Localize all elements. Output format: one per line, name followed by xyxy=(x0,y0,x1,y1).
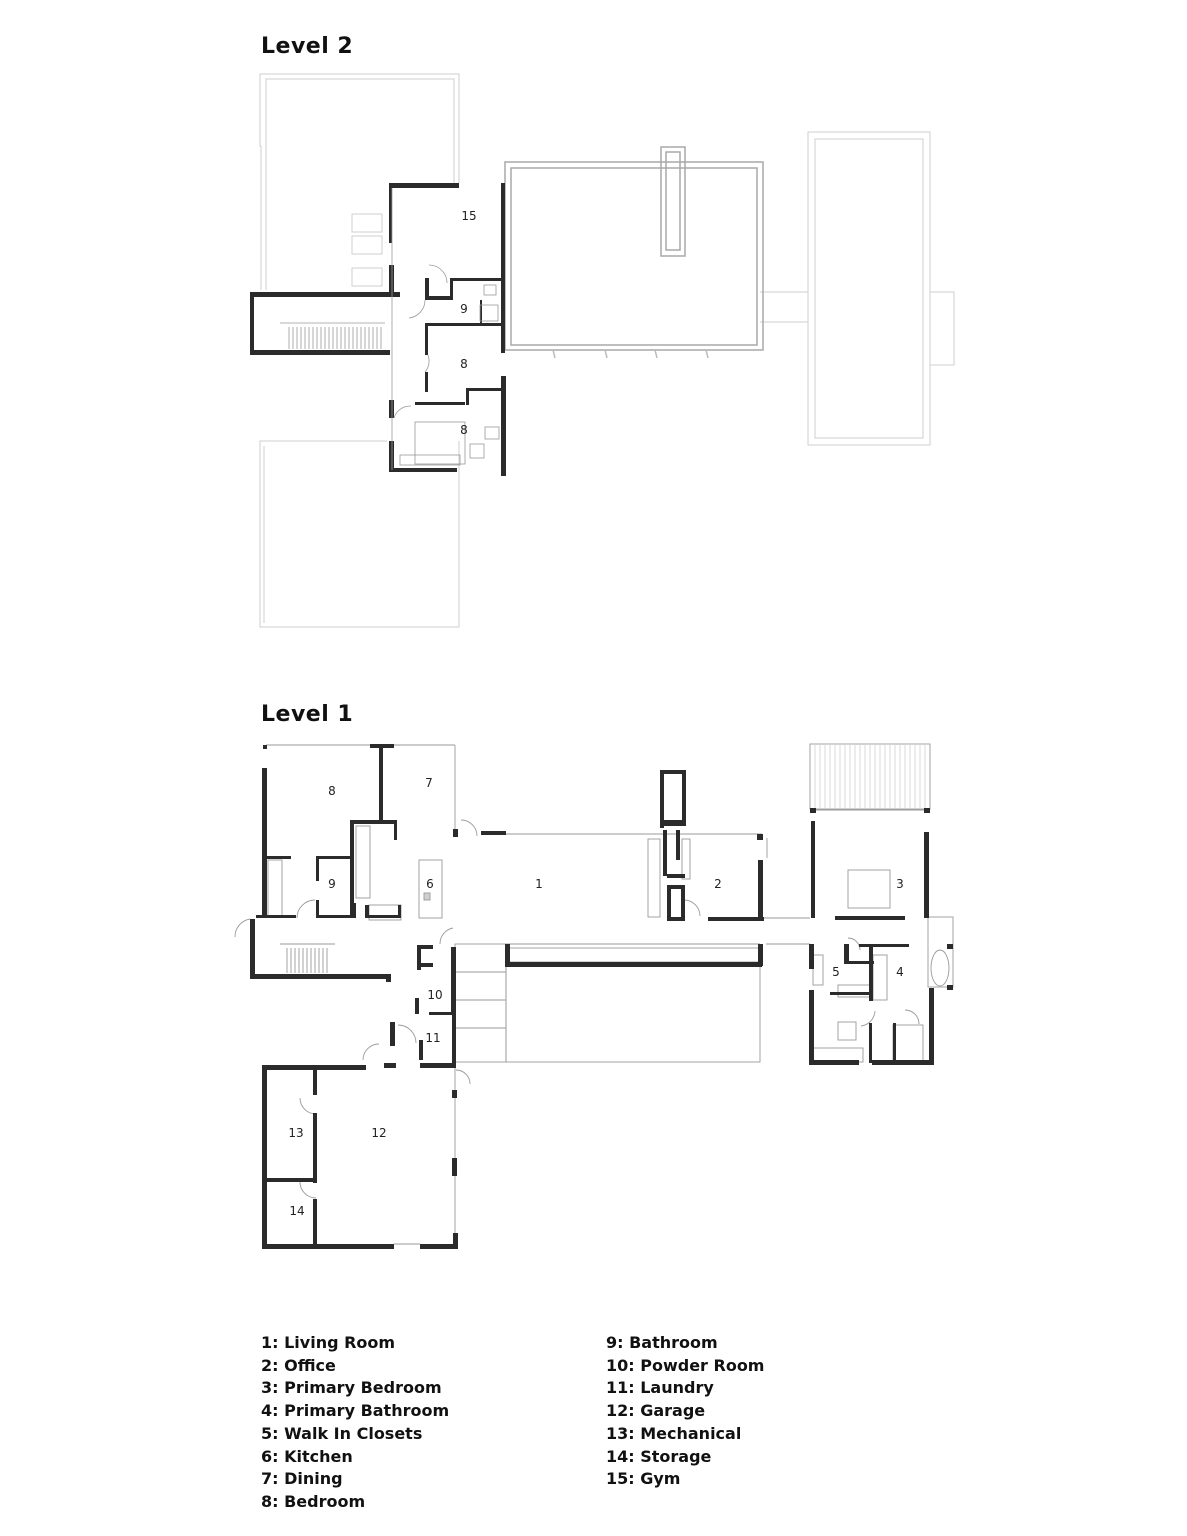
legend-item: 7: Dining xyxy=(261,1469,343,1489)
legend-item: 5: Walk In Closets xyxy=(261,1423,423,1443)
level-1-title: Level 1 xyxy=(261,702,354,727)
room-label-1: 1 xyxy=(535,877,543,891)
legend-item: 15: Gym xyxy=(606,1469,681,1489)
legend-item: 11: Laundry xyxy=(606,1378,714,1398)
room-label-11: 11 xyxy=(425,1031,440,1045)
room-label-2: 2 xyxy=(714,877,722,891)
level-2-title: Level 2 xyxy=(261,34,354,59)
room-label-8: 8 xyxy=(460,357,468,371)
room-label-8: 8 xyxy=(328,784,336,798)
room-label-13: 13 xyxy=(288,1126,303,1140)
legend-item: 13: Mechanical xyxy=(606,1423,742,1443)
legend-item: 6: Kitchen xyxy=(261,1446,353,1466)
room-legend-column-2: 9: Bathroom 10: Powder Room 11: Laundry … xyxy=(606,1332,764,1491)
room-label-5: 5 xyxy=(832,965,840,979)
room-label-10: 10 xyxy=(427,988,442,1002)
room-label-12: 12 xyxy=(371,1126,386,1140)
level-2-plan: 15 9 8 8 xyxy=(250,73,955,628)
room-label-4: 4 xyxy=(896,965,904,979)
legend-item: 14: Storage xyxy=(606,1446,712,1466)
room-label-3: 3 xyxy=(896,877,904,891)
legend-item: 10: Powder Room xyxy=(606,1355,765,1375)
room-label-9: 9 xyxy=(328,877,336,891)
floor-plan-drawing: 15 9 8 8 xyxy=(234,73,955,1249)
level-2-roof-outlines xyxy=(259,73,955,628)
level-2-central-roof xyxy=(504,146,764,359)
room-label-8: 8 xyxy=(460,423,468,437)
legend-item: 3: Primary Bedroom xyxy=(261,1378,442,1398)
level-2-details xyxy=(280,188,500,470)
legend-item: 4: Primary Bathroom xyxy=(261,1401,450,1421)
level-1-room-labels: 8 7 9 6 1 2 3 5 4 10 11 12 13 14 xyxy=(288,776,903,1218)
legend-item: 8: Bedroom xyxy=(261,1491,366,1511)
legend-item: 2: Office xyxy=(261,1355,336,1375)
level-1-plan: 8 7 9 6 1 2 3 5 4 10 11 12 13 14 xyxy=(234,743,954,1249)
room-label-6: 6 xyxy=(426,877,434,891)
legend-item: 12: Garage xyxy=(606,1401,706,1421)
level-2-room-labels: 15 9 8 8 xyxy=(460,209,476,437)
room-label-15: 15 xyxy=(461,209,476,223)
room-label-9: 9 xyxy=(460,302,468,316)
legend-item: 9: Bathroom xyxy=(606,1333,718,1352)
room-label-14: 14 xyxy=(289,1204,304,1218)
legend-item: 1: Living Room xyxy=(261,1333,396,1352)
room-legend-column-1: 1: Living Room 2: Office 3: Primary Bedr… xyxy=(261,1332,449,1514)
room-label-7: 7 xyxy=(425,776,433,790)
level-2-walls xyxy=(250,183,506,476)
level-1-walls xyxy=(250,744,953,1249)
